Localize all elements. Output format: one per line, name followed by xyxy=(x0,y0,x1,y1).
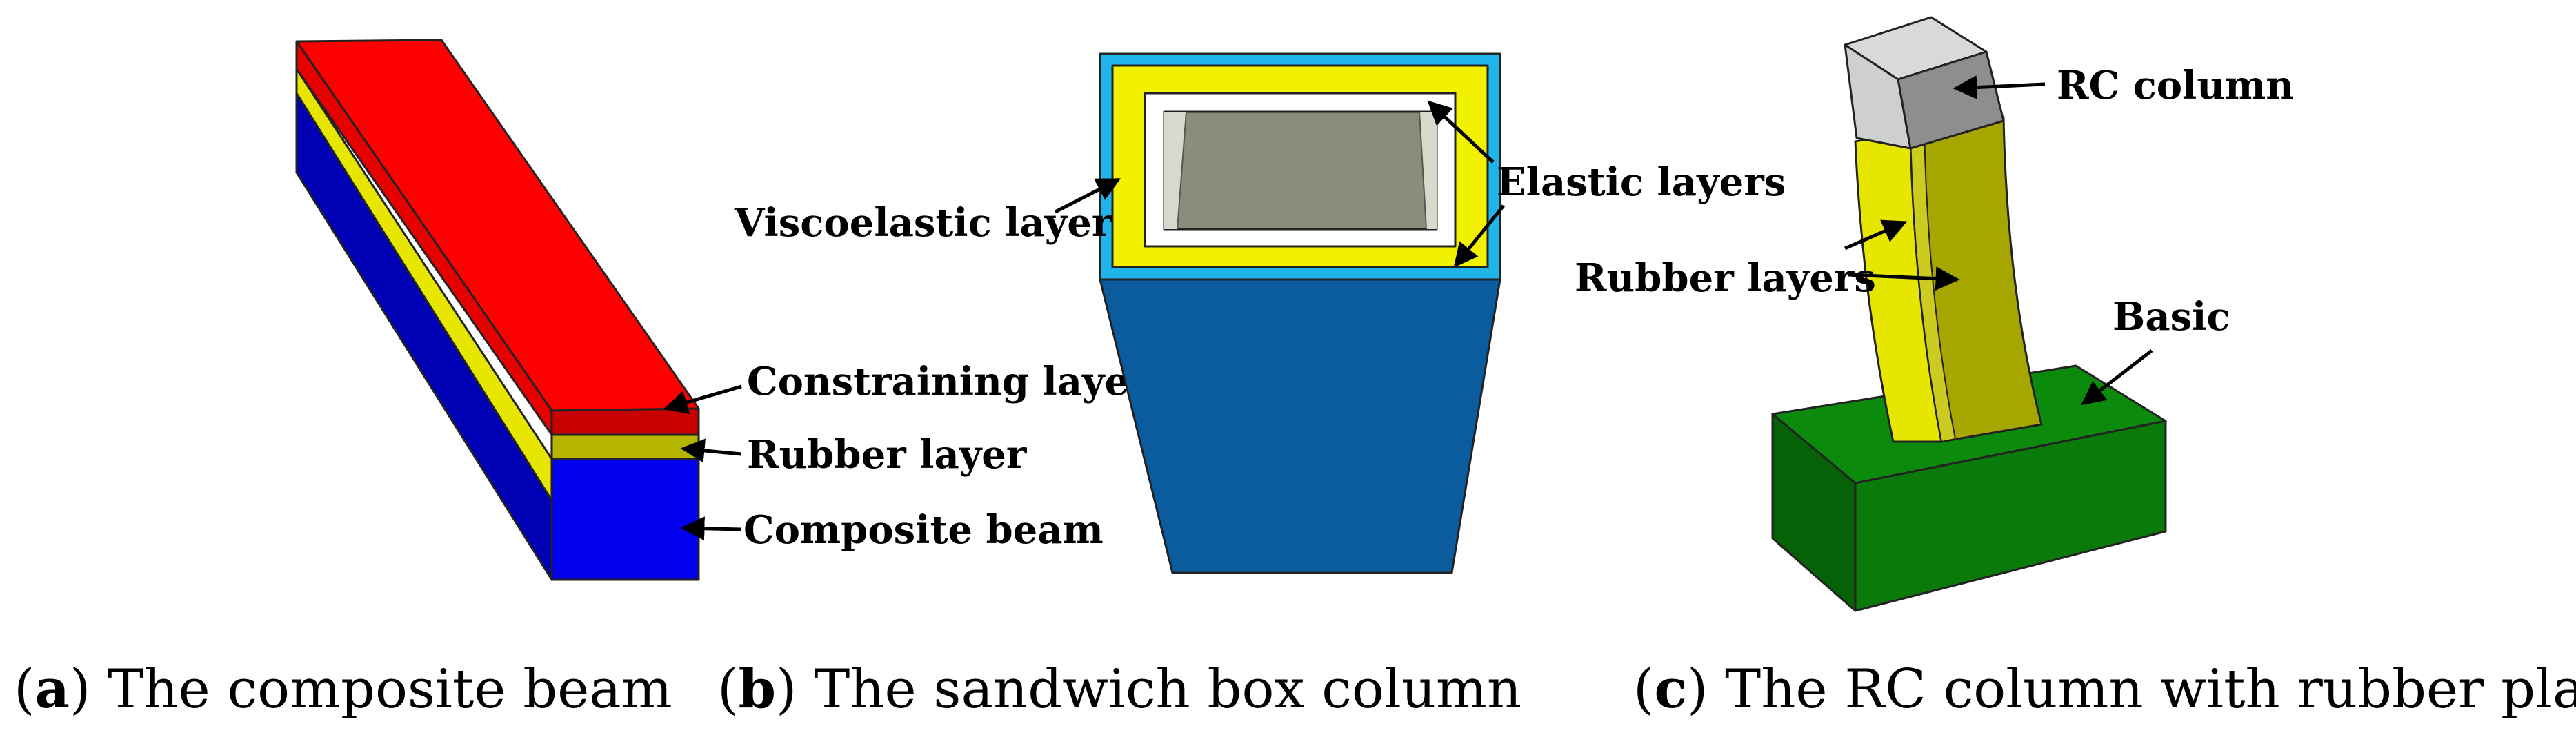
rubber-arrow xyxy=(680,438,742,463)
rubber-arrow-top xyxy=(1844,219,1908,251)
rubber-arrow-bottom xyxy=(1848,266,1960,291)
viscoelastic-arrow xyxy=(1054,177,1121,214)
cavity-right-wall xyxy=(1419,112,1437,229)
caption-c-text: The RC column with rubber plate xyxy=(1708,658,2576,721)
basic-label: Basic xyxy=(2113,294,2230,340)
panel-a-annotations: Constraining layer Rubber layer Composit… xyxy=(663,359,1150,553)
rubber-layer-side xyxy=(295,68,553,502)
constraining-arrow xyxy=(663,384,742,415)
rc-column-drawing xyxy=(1771,16,2167,612)
panel-c-annotations: RC column Rubber layers Basic xyxy=(1575,63,2294,406)
box-cavity xyxy=(1163,110,1438,231)
caption-c-letter: c xyxy=(1654,658,1687,721)
caption-b: (b) The sandwich box column xyxy=(717,658,1521,721)
cavity-left-wall xyxy=(1164,112,1186,229)
rubber-layer-strip xyxy=(1909,128,1957,443)
rc-column-label: RC column xyxy=(2057,63,2294,108)
base-side xyxy=(1771,413,1857,612)
composite-beam-label: Composite beam xyxy=(743,507,1104,553)
caption-a: (a) The composite beam xyxy=(14,658,672,721)
rc-arrow xyxy=(1953,75,2046,100)
cavity-edge-right xyxy=(1419,111,1427,230)
rubber-layer-label: Rubber layer xyxy=(747,432,1028,478)
box-body xyxy=(1099,278,1501,574)
elastic-arrow-bottom xyxy=(1453,204,1505,268)
caption-b-letter: b xyxy=(738,658,776,721)
caption-a-text: The composite beam xyxy=(90,658,672,721)
basic-arrow xyxy=(2081,349,2153,406)
sandwich-box-drawing xyxy=(1099,52,1501,574)
panel-b-annotations: Viscoelastic layer Elastic layers xyxy=(734,100,1786,268)
rubber-layer-front xyxy=(550,433,700,460)
cavity-edge-left xyxy=(1177,111,1187,230)
viscoelastic-layer-label: Viscoelastic layer xyxy=(734,200,1113,246)
rubber-layers-label: Rubber layers xyxy=(1575,255,1876,301)
composite-beam-front xyxy=(550,458,700,581)
composite-arrow xyxy=(680,516,742,541)
caption-c: (c) The RC column with rubber plate xyxy=(1633,658,2576,721)
elastic-layers-label: Elastic layers xyxy=(1497,159,1786,205)
constraining-layer-front xyxy=(550,407,700,436)
elastic-arrow-top xyxy=(1427,100,1495,164)
composite-beam-drawing xyxy=(295,39,700,581)
caption-b-text: The sandwich box column xyxy=(797,658,1521,721)
caption-a-letter: a xyxy=(34,658,70,721)
constraining-layer-label: Constraining layer xyxy=(747,359,1150,404)
